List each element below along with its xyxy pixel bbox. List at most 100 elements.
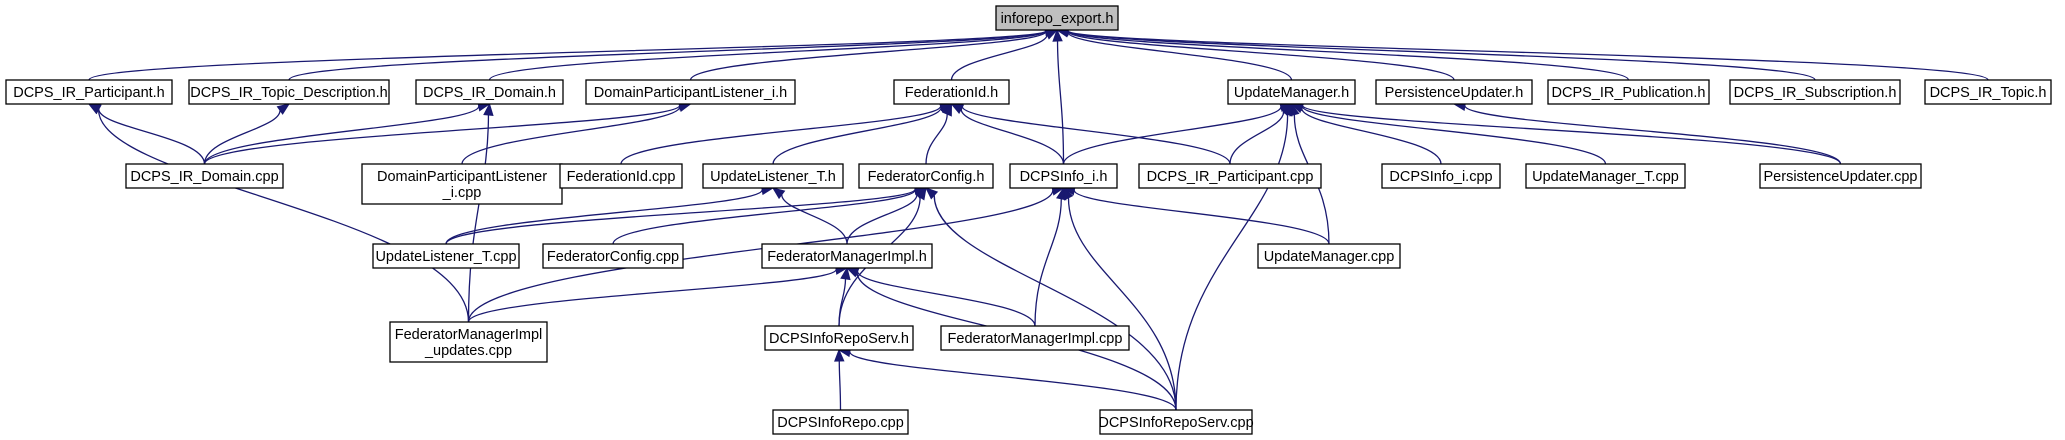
edge-irpart_h-to-root bbox=[88, 25, 1059, 81]
edge-dcpsinfo_h-to-fedid_h bbox=[950, 103, 1065, 165]
node-box bbox=[1227, 79, 1356, 105]
arrow-head bbox=[1052, 28, 1063, 42]
node-updlistt-cpp[interactable]: UpdateListener_T.cpp bbox=[372, 243, 520, 269]
node-dpl-cpp[interactable]: DomainParticipantListener_i.cpp bbox=[361, 163, 563, 205]
node-label: DCPS_IR_Domain.h bbox=[423, 85, 556, 101]
node-box bbox=[761, 243, 933, 269]
node-label: UpdateManager.h bbox=[1234, 85, 1349, 101]
node-fedcfg-h[interactable]: FederatorConfig.h bbox=[858, 163, 994, 189]
node-label-line: _i.cpp bbox=[442, 185, 482, 201]
node-label-line: _updates.cpp bbox=[424, 343, 512, 359]
node-fedmgr-h[interactable]: FederatorManagerImpl.h bbox=[761, 243, 933, 269]
edge-fedupd_cpp-to-fedmgr_h bbox=[467, 264, 849, 323]
node-label: FederationId.cpp bbox=[567, 169, 676, 185]
edge-line bbox=[1301, 105, 1607, 165]
node-reposerv-h[interactable]: DCPSInfoRepoServ.h bbox=[764, 325, 914, 351]
node-label: UpdateListener_T.h bbox=[710, 169, 836, 185]
edge-line bbox=[445, 189, 763, 245]
node-irtopicdesc-h[interactable]: DCPS_IR_Topic_Description.h bbox=[188, 79, 390, 105]
edge-line bbox=[445, 188, 916, 245]
node-box bbox=[585, 79, 796, 105]
node-persupd-cpp[interactable]: PersistenceUpdater.cpp bbox=[1759, 163, 1922, 189]
edge-reposerv_cpp-to-reposerv_h bbox=[837, 346, 1177, 411]
node-dpl-h[interactable]: DomainParticipantListener_i.h bbox=[585, 79, 796, 105]
node-irpub-h[interactable]: DCPS_IR_Publication.h bbox=[1547, 79, 1710, 105]
node-updlist-h[interactable]: UpdateListener_T.h bbox=[702, 163, 844, 189]
node-updmgr-cpp[interactable]: UpdateManager.cpp bbox=[1257, 243, 1401, 269]
edge-line bbox=[689, 30, 1047, 81]
node-persupd-h[interactable]: PersistenceUpdater.h bbox=[1375, 79, 1533, 105]
node-label-line: FederatorManagerImpl bbox=[395, 327, 543, 343]
edge-line bbox=[849, 351, 1177, 411]
edge-line bbox=[1067, 30, 1630, 81]
node-box bbox=[1375, 79, 1533, 105]
edge-line bbox=[88, 29, 1047, 81]
node-label: DCPS_IR_Subscription.h bbox=[1734, 85, 1897, 101]
edge-fedcfg_h-to-fedid_h bbox=[925, 102, 953, 165]
edge-line bbox=[461, 106, 681, 165]
node-fedid-cpp[interactable]: FederationId.cpp bbox=[559, 163, 683, 189]
node-box bbox=[372, 243, 520, 269]
edge-repo_cpp-to-reposerv_h bbox=[834, 348, 845, 411]
node-label: DCPS_IR_Topic_Description.h bbox=[190, 85, 387, 101]
node-box bbox=[1547, 79, 1710, 105]
node-label: PersistenceUpdater.cpp bbox=[1764, 169, 1918, 185]
edge-line bbox=[98, 108, 206, 165]
node-box bbox=[1525, 163, 1686, 189]
edge-line bbox=[1229, 111, 1285, 165]
edge-line bbox=[1464, 105, 1842, 165]
node-fedupd-cpp[interactable]: FederatorManagerImpl_updates.cpp bbox=[389, 321, 548, 363]
edge-fedupd_cpp-to-irdomain_h bbox=[467, 102, 494, 323]
node-box bbox=[940, 325, 1130, 351]
node-box bbox=[1924, 79, 2052, 105]
edge-line bbox=[856, 270, 1036, 327]
node-irsub-h[interactable]: DCPS_IR_Subscription.h bbox=[1729, 79, 1901, 105]
edge-line bbox=[467, 190, 1054, 323]
node-repo-cpp[interactable]: DCPSInfoRepo.cpp bbox=[772, 409, 909, 435]
node-dcpsinfo-h[interactable]: DCPSInfo_i.h bbox=[1009, 163, 1118, 189]
node-label: PersistenceUpdater.h bbox=[1385, 85, 1524, 101]
node-fedmgr-cpp[interactable]: FederatorManagerImpl.cpp bbox=[940, 325, 1130, 351]
edge-persupd_h-to-root bbox=[1055, 26, 1455, 81]
edge-updlist_h-to-fedid_h bbox=[772, 102, 953, 165]
arrow-head bbox=[915, 186, 927, 201]
node-irpart-cpp[interactable]: DCPS_IR_Participant.cpp bbox=[1138, 163, 1322, 189]
node-irpart-h[interactable]: DCPS_IR_Participant.h bbox=[5, 79, 173, 105]
node-irdomain-cpp[interactable]: DCPS_IR_Domain.cpp bbox=[125, 163, 284, 189]
node-label: DCPS_IR_Publication.h bbox=[1552, 85, 1706, 101]
node-box bbox=[1099, 409, 1253, 435]
edge-irdomain_cpp-to-irtopicdesc_h bbox=[203, 103, 291, 165]
edge-line bbox=[1301, 107, 1442, 165]
edge-reposerv_h-to-fedmgr_h bbox=[838, 266, 851, 327]
node-label: DCPS_IR_Topic.h bbox=[1930, 85, 2047, 101]
node-updmgrt-cpp[interactable]: UpdateManager_T.cpp bbox=[1525, 163, 1686, 189]
edge-irsub_h-to-root bbox=[1055, 25, 1816, 81]
node-irdomain-h[interactable]: DCPS_IR_Domain.h bbox=[415, 79, 564, 105]
edge-line bbox=[1301, 104, 1842, 165]
node-updmgr-h[interactable]: UpdateManager.h bbox=[1227, 79, 1356, 105]
node-box bbox=[764, 325, 914, 351]
edge-fedmgr_cpp-to-dcpsinfo_h bbox=[1034, 186, 1067, 327]
node-label: FederatorManagerImpl.h bbox=[767, 249, 927, 265]
edge-line bbox=[1067, 30, 1455, 81]
arrow-head bbox=[483, 102, 494, 116]
edge-updmgrt_cpp-to-updmgr_h bbox=[1290, 101, 1607, 165]
edge-line bbox=[950, 34, 1048, 81]
node-label: FederatorConfig.h bbox=[868, 169, 985, 185]
edge-fedmgr_h-to-updlist_h bbox=[771, 187, 848, 245]
node-label: inforepo_export.h bbox=[1001, 11, 1114, 27]
node-dcpsinfo-cpp[interactable]: DCPSInfo_i.cpp bbox=[1381, 163, 1501, 189]
edge-dpl_cpp-to-dpl_h bbox=[461, 101, 692, 165]
node-root[interactable]: inforepo_export.h bbox=[995, 5, 1119, 31]
edge-irdomain_cpp-to-dpl_h bbox=[203, 100, 692, 165]
node-fedid-h[interactable]: FederationId.h bbox=[893, 79, 1010, 105]
edge-reposerv_cpp-to-dcpsinfo_h bbox=[1062, 186, 1177, 411]
node-reposerv-cpp[interactable]: DCPSInfoRepoServ.cpp bbox=[1098, 409, 1254, 435]
edge-line bbox=[612, 189, 916, 245]
node-fedcfg-cpp[interactable]: FederatorConfig.cpp bbox=[542, 243, 684, 269]
node-box bbox=[1009, 163, 1118, 189]
edge-line bbox=[933, 195, 1177, 411]
node-irtopic-h[interactable]: DCPS_IR_Topic.h bbox=[1924, 79, 2052, 105]
arrow-head bbox=[942, 102, 953, 117]
